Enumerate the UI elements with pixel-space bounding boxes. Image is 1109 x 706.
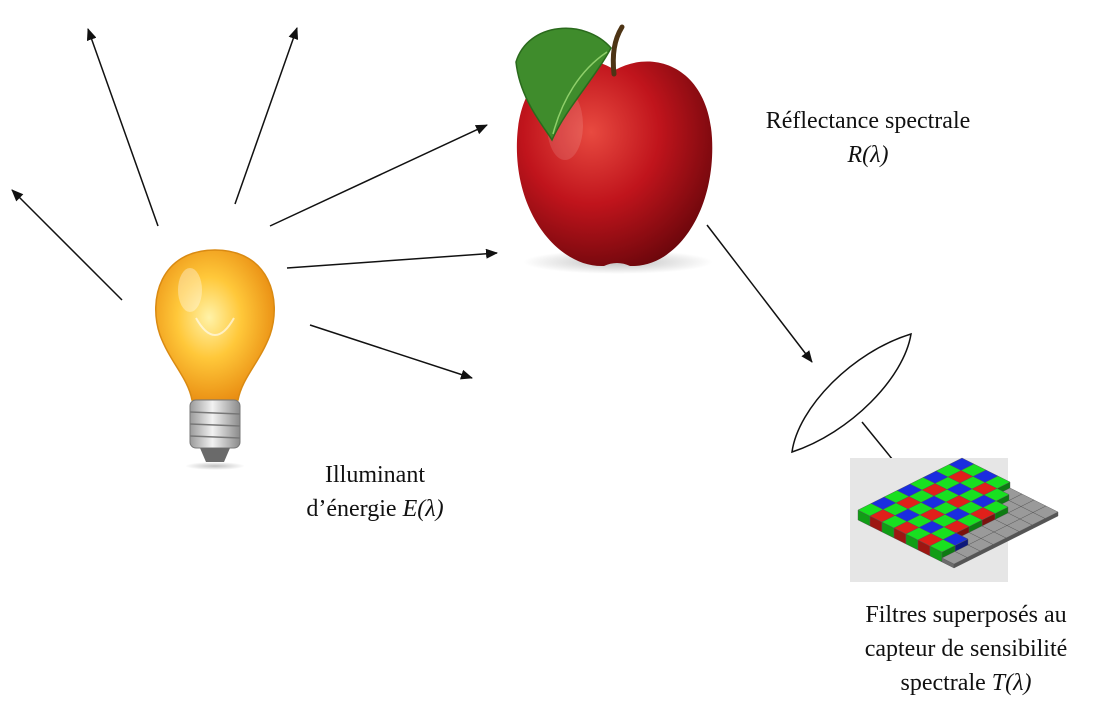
ray-apple-to-lens — [706, 224, 813, 363]
ray-right-down — [309, 324, 473, 380]
apple-icon — [515, 24, 713, 274]
filters-label: Filtres superposés au capteur de sensibi… — [826, 598, 1106, 700]
light-bulb-icon — [155, 249, 275, 470]
illuminant-label: Illuminant d’énergie E(λ) — [270, 458, 480, 526]
ray-to-apple — [286, 248, 498, 269]
lens-icon — [791, 332, 912, 454]
illuminant-symbol: E(λ) — [402, 496, 444, 522]
reflectance-label: Réflectance spectrale R(λ) — [728, 104, 1008, 172]
ray-to-apple-upper — [269, 124, 488, 227]
filters-label-line3-row: spectrale T(λ) — [826, 666, 1106, 700]
filters-label-line3: spectrale — [900, 670, 986, 696]
filters-label-line2: capteur de sensibilité — [864, 636, 1068, 662]
sensor-cell — [941, 551, 968, 569]
light-rays — [11, 27, 907, 477]
filters-symbol: T(λ) — [991, 670, 1032, 696]
ray-up — [86, 28, 159, 227]
ray-up-left — [11, 189, 123, 301]
filters-label-line1: Filtres superposés au — [865, 602, 1067, 628]
reflectance-label-line1: Réflectance spectrale — [765, 108, 971, 134]
ray-up-right — [234, 27, 299, 205]
bayer-sensor-icon — [850, 457, 1059, 582]
reflectance-symbol: R(λ) — [847, 142, 889, 168]
illuminant-label-line1: Illuminant — [325, 462, 425, 488]
illuminant-label-line2-row: d’énergie E(λ) — [270, 492, 480, 526]
illuminant-label-line2: d’énergie — [306, 496, 397, 522]
sensor-grid — [857, 457, 1059, 569]
